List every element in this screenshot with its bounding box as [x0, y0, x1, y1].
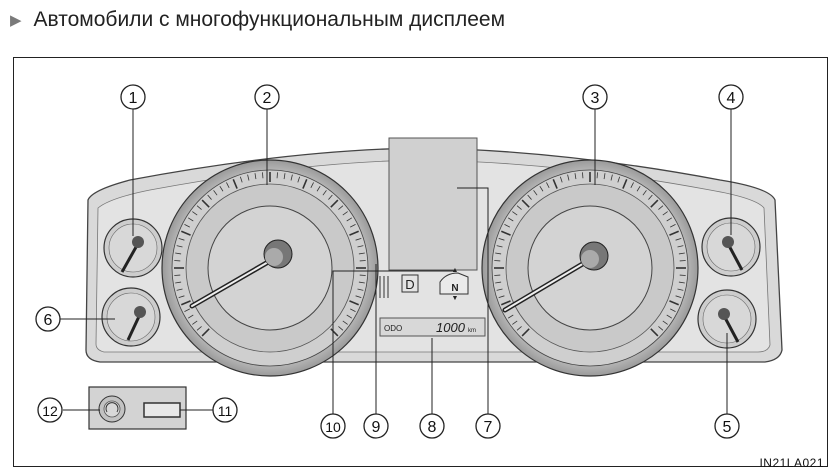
callout-label: 3 — [591, 90, 600, 107]
callout-6: 6 — [35, 306, 61, 332]
callout-label: 11 — [218, 403, 233, 419]
odo-label: ODO — [384, 324, 402, 333]
heading-text: Автомобили с многофункциональным дисплее… — [33, 8, 506, 31]
callout-3: 3 — [582, 84, 608, 110]
callout-9: 9 — [363, 413, 389, 439]
tachometer — [481, 159, 699, 377]
callout-11: 11 — [212, 397, 238, 423]
callout-1: 1 — [120, 84, 146, 110]
odo-unit: km — [468, 328, 476, 334]
callout-12: 12 — [37, 397, 63, 423]
leader-lines — [60, 108, 732, 414]
shift-position-indicator: N — [451, 283, 458, 294]
gear-indicator: D — [405, 277, 414, 292]
figure-code: IN21LA021 — [759, 456, 824, 470]
callout-10: 10 — [320, 413, 346, 439]
small-gauge-top-right — [701, 217, 761, 277]
callout-label: 5 — [723, 419, 732, 436]
callout-label: 10 — [325, 419, 341, 435]
callout-label: 2 — [263, 90, 272, 107]
speedometer — [161, 159, 379, 377]
small-gauge-top-left — [103, 218, 163, 278]
multi-information-display: D N ▲ ▼ ODO 1000 km — [379, 137, 486, 337]
ambient-sensor-slot — [143, 402, 181, 418]
callout-label: 6 — [44, 312, 53, 329]
callout-label: 4 — [727, 90, 736, 107]
callout-label: 9 — [372, 419, 381, 436]
callout-4: 4 — [718, 84, 744, 110]
small-gauge-bottom-left — [101, 287, 161, 347]
svg-text:▼: ▼ — [452, 295, 459, 302]
callout-label: 12 — [42, 403, 58, 419]
section-heading: ▶ Автомобили с многофункциональным диспл… — [10, 6, 505, 34]
triangle-marker-icon: ▶ — [10, 12, 22, 29]
callout-label: 1 — [129, 90, 138, 107]
callout-5: 5 — [714, 413, 740, 439]
lower-left-panel — [88, 386, 187, 430]
svg-text:▲: ▲ — [452, 267, 459, 274]
callout-label: 7 — [484, 419, 493, 436]
callout-7: 7 — [475, 413, 501, 439]
odo-value: 1000 — [436, 320, 466, 335]
instrument-cluster-figure — [13, 57, 828, 467]
callout-2: 2 — [254, 84, 280, 110]
callout-label: 8 — [428, 419, 437, 436]
callout-8: 8 — [419, 413, 445, 439]
